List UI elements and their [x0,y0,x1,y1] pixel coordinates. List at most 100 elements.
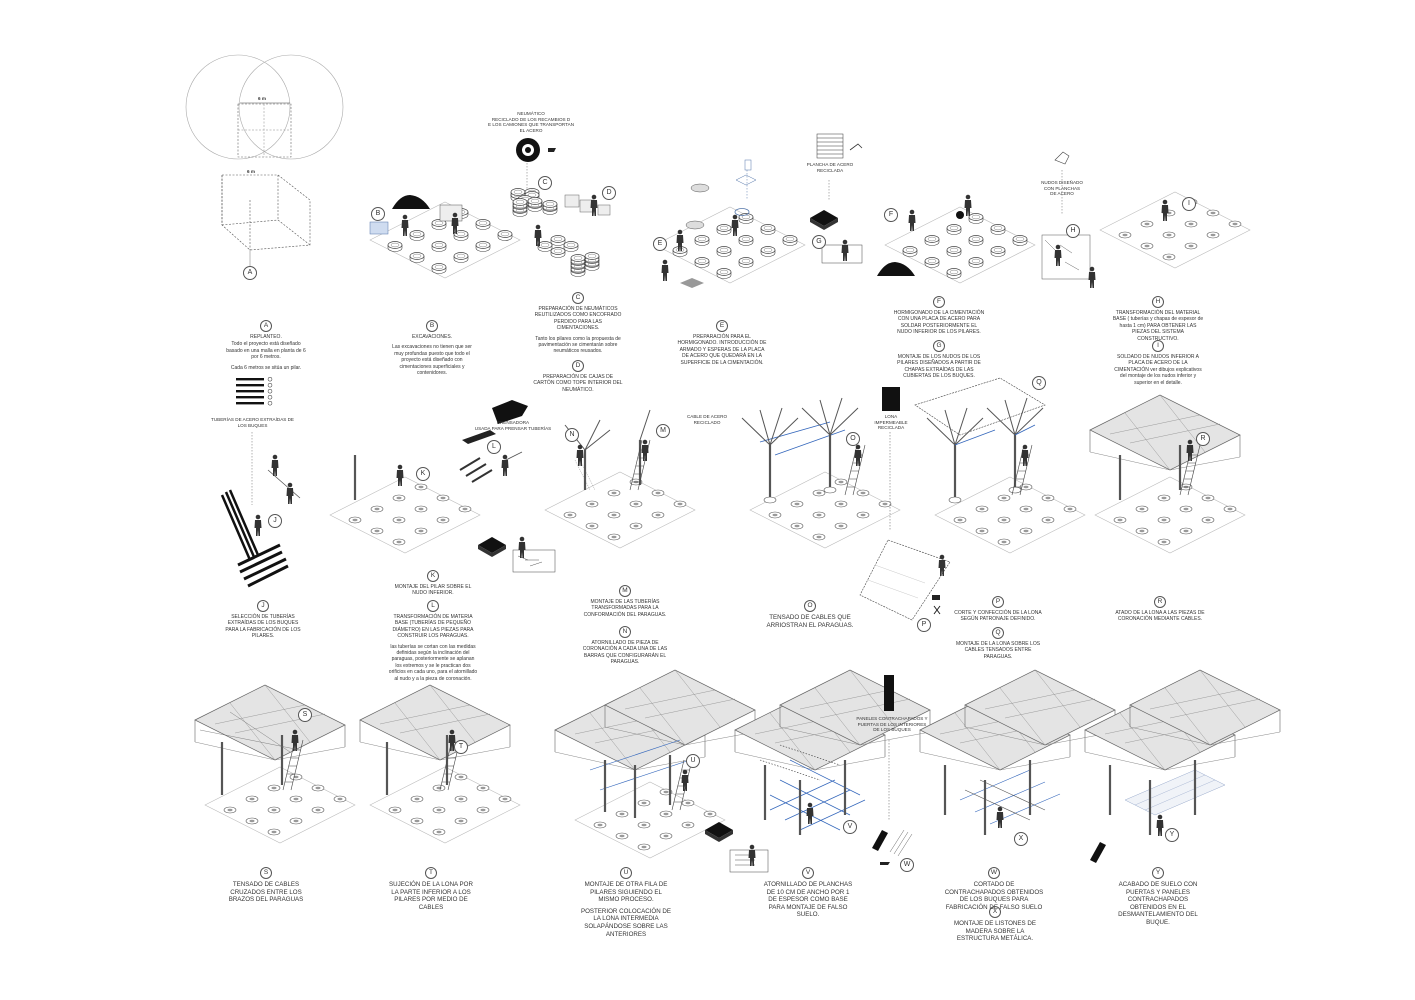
step-d-caption: D PREPARACIÓN DE CAJAS DE CARTÓN COMO TO… [533,360,623,393]
step-v-caption: V ATORNILLADO DE PLANCHAS DE 10 CM DE AN… [763,867,853,919]
label-neumatico: NEUMÁTICO RECICLADO DE LOS RECAMBIOS D E… [487,111,575,133]
label-cable: CABLE DE ACERO RECICLADO [686,414,728,425]
step-g-letter: G [933,340,945,352]
label-tuberias: TUBERÍAS DE ACERO EXTRAÍDAS DE LOS BUQUE… [211,417,294,428]
marker-a: A [243,266,257,280]
step-x-drawing [919,669,1116,835]
step-i-caption: I SOLDADO DE NUDOS INFERIOR A PLACA DE A… [1114,340,1202,386]
marker-o: O [846,432,860,446]
marker-f: F [884,208,898,222]
step-h-drawing [1041,151,1096,288]
step-c-caption: C PREPARACIÓN DE NEUMÁTICOS REUTILIZADOS… [534,292,622,355]
step-n-caption: N ATORNILLADO DE PIEZA DE CORONACIÓN A C… [582,626,668,666]
step-b-drawing [369,195,521,279]
step-q-caption: Q MONTAJE DE LA LONA SOBRE LOS CABLES TE… [955,627,1041,660]
step-l-tools-drawing [478,536,556,573]
step-r-caption: R ATADO DE LA LONA A LAS PIEZAS DE CORON… [1115,596,1205,623]
marker-e: E [653,237,667,251]
step-x-caption: X MONTAJE DE LISTONES DE MADERA SOBRE LA… [954,906,1036,943]
marker-k: K [416,467,430,481]
step-w-letter: W [988,867,1000,879]
marker-q: Q [1032,376,1046,390]
step-j-drawing [220,376,301,588]
step-r-drawing [1089,394,1246,554]
marker-n: N [565,428,579,442]
step-o-caption: O TENSADO DE CABLES QUE ARRIOSTRAN EL PA… [766,600,854,629]
step-q-drawing [914,377,1086,554]
step-h-caption: H TRANSFORMACIÓN DEL MATERIAL BASE ( tub… [1112,296,1204,342]
step-g-drawing [810,133,863,264]
step-e-letter: E [716,320,728,332]
marker-p: P [917,618,931,632]
step-f-drawing [877,194,1036,284]
step-c-d-drawing [510,138,611,277]
marker-b: B [371,207,385,221]
step-i-drawing [1099,191,1251,269]
marker-g: G [812,235,826,249]
step-c-letter: C [572,292,584,304]
step-v-letter: V [802,867,814,879]
step-b-caption: B EXCAVACIONES. Las excavaciones no tien… [392,320,472,377]
step-x-letter: X [989,906,1001,918]
step-b-letter: B [426,320,438,332]
step-a-letter: A [260,320,272,332]
marker-x: X [1014,832,1028,846]
marker-r: R [1196,432,1210,446]
step-e-drawing [654,159,806,288]
step-m-letter: M [619,585,631,597]
label-prensadora: PRENSADORA USADA PARA PRENSAR TUBERÍAS [474,420,552,431]
step-y-drawing [1084,669,1281,863]
step-t-drawing [359,684,521,844]
step-i-letter: I [1152,340,1164,352]
marker-s: S [298,708,312,722]
step-y-caption: Y ACABADO DE SUELO CON PUERTAS Y PANELES… [1118,867,1198,926]
step-q-letter: Q [992,627,1004,639]
step-w-drawing [872,675,913,865]
marker-t: T [454,740,468,754]
depth-dimension-label: 6 m [247,169,255,174]
step-m-n-drawing [544,409,696,549]
step-a-drawing [185,54,344,268]
step-k-caption: K MONTAJE DEL PILAR SOBRE EL NUDO INFERI… [394,570,472,597]
step-u-drawing [554,669,769,873]
grid-dimension-label: 6 m [258,96,266,101]
marker-m: M [656,424,670,438]
marker-j: J [268,514,282,528]
marker-y: Y [1165,828,1179,842]
step-o-drawing [740,396,901,549]
step-n-letter: N [619,626,631,638]
marker-c: C [538,176,552,190]
step-s-drawing [194,684,356,844]
marker-i: I [1182,197,1196,211]
step-h-letter: H [1152,296,1164,308]
label-paneles: PANELES CONTRACHAPADOS Y PUERTAS DE LOS … [856,716,928,733]
step-a-caption: A REPLANTEO. Todo el proyecto está diseñ… [226,320,306,371]
label-plancha: PLANCHA DE ACERO RECICLADA [806,162,854,173]
marker-d: D [602,186,616,200]
step-d-letter: D [572,360,584,372]
step-v-drawing [734,669,931,835]
marker-w: W [900,858,914,872]
step-l-caption: L TRANSFORMACIÓN DE MATERIA BASE (TUBERÍ… [388,600,478,682]
step-s-caption: S TENSADO DE CABLES CRUZADOS ENTRE LOS B… [228,867,304,904]
step-l-letter: L [427,600,439,612]
step-s-letter: S [260,867,272,879]
marker-u: U [686,754,700,768]
step-p-caption: P CORTE Y CONFECCIÓN DE LA LONA SEGÚN PA… [954,596,1042,623]
step-p-letter: P [992,596,1004,608]
step-o-letter: O [804,600,816,612]
step-u-caption: U MONTAJE DE OTRA FILA DE PILARES SIGUIE… [580,867,672,938]
step-y-letter: Y [1152,867,1164,879]
step-e-caption: E PREPARACIÓN PARA EL HORMIGONADO. INTRO… [677,320,767,366]
marker-l: L [487,440,501,454]
step-j-caption: J SELECCIÓN DE TUBERÍAS EXTRAÍDAS DE LOS… [225,600,301,640]
step-r-letter: R [1154,596,1166,608]
step-g-caption: G MONTAJE DE LOS NUDOS DE LOS PILARES DI… [897,340,981,380]
step-k-letter: K [427,570,439,582]
marker-v: V [843,820,857,834]
step-m-caption: M MONTAJE DE LAS TUBERÍAS TRANSFORMADAS … [583,585,667,618]
step-k-l-drawing [329,400,528,554]
label-nudos: NUDOS DISEÑADO CON PLANCHAS DE ACERO [1041,180,1083,197]
step-t-letter: T [425,867,437,879]
